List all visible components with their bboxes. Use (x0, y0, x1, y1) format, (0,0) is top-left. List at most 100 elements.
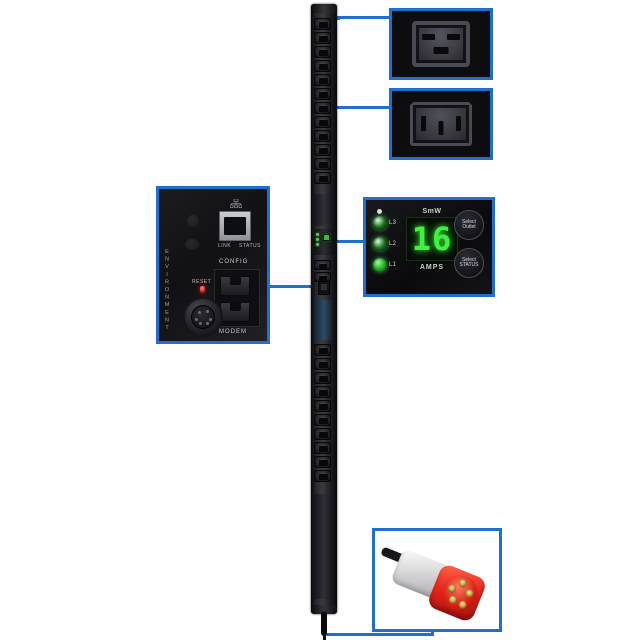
meter-units-label: AMPS (419, 264, 445, 271)
pdu-lower-blank (314, 494, 334, 599)
select-outlet-label-1: Select (462, 218, 476, 225)
callout-line-meter (337, 240, 366, 243)
callout-c13-outlet (389, 88, 493, 160)
meter-top-label: SmW (422, 208, 442, 215)
meter-led-l1-label: L1 (389, 262, 397, 268)
meter-display-group: SmW 16 AMPS (406, 208, 458, 271)
pdu-outlet-bank-middle (314, 260, 334, 282)
meter-reading: 16 (411, 220, 453, 258)
pdu-outlet (314, 144, 331, 156)
select-status-button[interactable]: Select STATUS (454, 248, 484, 278)
network-icon (230, 199, 242, 208)
select-status-label-2: STATUS (459, 262, 479, 268)
din-connector-inner (191, 305, 215, 329)
pdu-outlet (314, 46, 331, 58)
pdu-meter-led (316, 238, 319, 241)
pdu-meter-module[interactable] (314, 229, 334, 255)
c19-outlet-icon (409, 18, 473, 70)
pdu-outlet (314, 74, 331, 86)
select-outlet-button[interactable]: Select Outlet (454, 210, 484, 240)
select-outlet-label-2: Outlet (462, 224, 476, 230)
pdu-outlet (314, 372, 331, 384)
modem-port-label: MODEM (219, 329, 247, 335)
pdu-outlet (314, 386, 331, 398)
plug-pin (464, 588, 475, 599)
c19-slot-neutral (447, 34, 460, 40)
pdu-blank-section (314, 194, 334, 226)
pdu-outlet (314, 60, 331, 72)
link-label: LINK (218, 243, 232, 249)
status-led-icon (240, 231, 244, 234)
meter-indicator-dot (377, 209, 382, 214)
pdu-network-port[interactable] (318, 281, 330, 295)
pdu-outlet (314, 158, 331, 170)
meter-led-l2-label: L2 (389, 241, 397, 247)
c13-slot-line (421, 116, 426, 131)
pdu-bottom-cap (311, 605, 337, 614)
config-port-label: CONFIG (219, 259, 249, 265)
pdu-power-cord (321, 612, 327, 636)
pdu-power-cord-tail (323, 630, 326, 640)
meter-lcd: 16 (406, 217, 458, 261)
reset-label: RESET (192, 279, 212, 285)
plug-pin (457, 599, 468, 611)
meter-phase-row: L1 (373, 258, 399, 272)
pdu-outlet-bank-top (314, 18, 334, 184)
meter-led-l2-icon (373, 237, 387, 251)
callout-line-c19 (337, 16, 392, 19)
pdu-outlet (314, 414, 331, 426)
pdu-outlet (314, 18, 331, 30)
pdu-meter-leds (316, 233, 319, 246)
pdu-meter-screen (322, 233, 331, 242)
pdu-outlet (314, 428, 331, 440)
panel-emboss (185, 239, 199, 250)
config-port[interactable] (220, 276, 250, 296)
pdu-outlet (314, 358, 331, 370)
pdu-outlet (314, 172, 331, 184)
environment-port-label: ENVIRONMENT (164, 249, 170, 333)
pdu-outlet (314, 102, 331, 114)
pdu-outlet (314, 116, 331, 128)
pdu-outlet (314, 32, 331, 44)
plug-pin (457, 578, 469, 589)
network-module-panel: ENVIRONMENT LINK STATUS CONFIG (159, 189, 267, 341)
panel-emboss (187, 215, 199, 227)
pdu-side-label (316, 300, 332, 340)
callout-line-netmod (268, 285, 313, 288)
meter-phase-led-group: L3 L2 L1 (373, 209, 399, 279)
pdu-outlet-bank-lower (314, 344, 334, 482)
pdu-outlet (314, 470, 331, 482)
pdu-outlet (314, 260, 331, 270)
environment-din-connector[interactable] (183, 297, 223, 337)
pdu-outlet (314, 130, 331, 142)
c19-outlet-graphic (409, 18, 473, 70)
pdu-outlet (314, 456, 331, 468)
callout-c19-outlet (389, 8, 493, 80)
meter-panel: L3 L2 L1 SmW 16 AMPS (366, 200, 492, 294)
callout-line-c13 (337, 106, 392, 109)
callout-line-plug-across (324, 633, 434, 636)
callout-load-meter: L3 L2 L1 SmW 16 AMPS (363, 197, 495, 297)
c19-slot-line (422, 34, 435, 40)
callout-line-c19-stub (337, 16, 340, 20)
meter-button-group: Select Outlet Select STATUS (454, 210, 484, 286)
modem-port[interactable] (220, 302, 250, 322)
pdu-outlet (314, 442, 331, 454)
c13-outlet-graphic (407, 99, 475, 149)
plug-graphic (375, 531, 499, 629)
pdu-outlet (314, 400, 331, 412)
c19-slot-ground (433, 47, 449, 54)
c13-outlet-icon (407, 99, 475, 149)
pdu-strip (311, 4, 337, 614)
pdu-top-cap (311, 4, 337, 13)
reset-button[interactable] (200, 286, 205, 293)
link-led-icon (227, 231, 231, 234)
meter-led-l1-icon (373, 258, 387, 272)
meter-phase-row: L2 (373, 237, 399, 251)
status-label: STATUS (239, 243, 261, 249)
c13-slot-ground (438, 121, 444, 135)
ethernet-port[interactable] (219, 211, 251, 241)
c13-slot-neutral (456, 116, 461, 131)
callout-network-module: ENVIRONMENT LINK STATUS CONFIG (156, 186, 270, 344)
